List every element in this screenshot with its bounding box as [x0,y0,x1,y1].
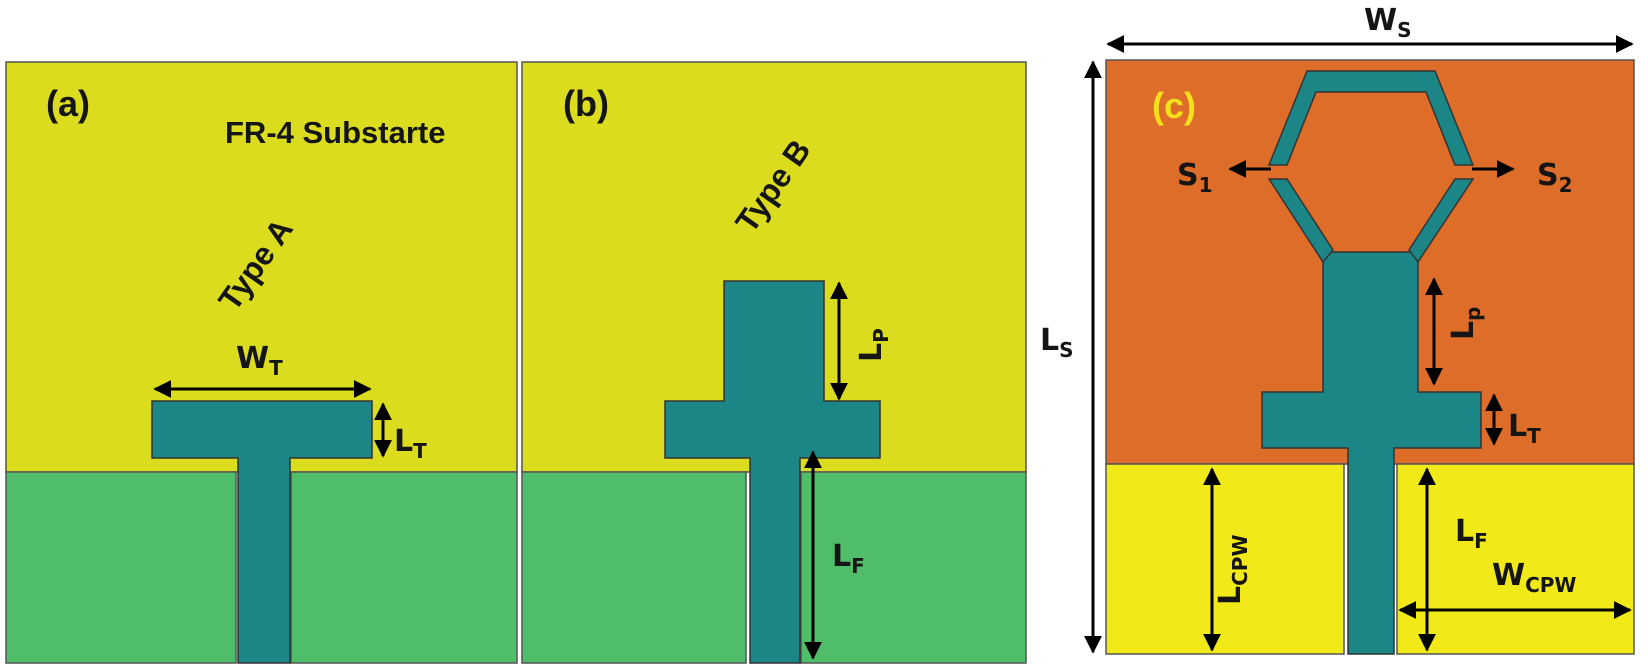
panel-a-tag: (a) [46,83,90,124]
lf-label-c: LF [1455,514,1488,553]
panel-c-cpw-left [1105,463,1345,655]
panel-a: (a) FR-4 Substarte Type A WT LT [5,61,518,664]
substrate-label: FR-4 Substarte [225,115,445,150]
s2-label: S2 [1537,158,1573,197]
lp-label-c: Lp [1446,307,1485,340]
panel-b-tag: (b) [563,83,609,124]
ws-label: WS [1364,3,1412,42]
panel-c-feed-patch [1261,251,1482,655]
s1-label: S1 [1177,158,1213,197]
panel-c-tag: (c) [1152,85,1196,126]
lt-label-a: LT [394,424,427,463]
panel-a-ground-right [290,471,518,664]
panel-b-ground-right [800,471,1027,664]
panel-b-cross-patch [664,280,881,664]
panel-c: (c) WS LS S1 S2 Lp LT LCPW LF WCPW [1040,3,1635,655]
hex-ring-right-arm [1408,178,1475,264]
lf-label-b: LF [832,539,865,578]
wt-label: WT [236,341,283,380]
panel-a-ground-left [5,471,237,664]
panel-b: (b) Type B LP LF [521,61,1027,664]
hex-ring-left-arm [1267,178,1334,264]
panel-a-t-patch [151,400,373,664]
panel-b-ground-left [521,471,747,664]
hex-ring-top [1267,70,1475,166]
lp-label-b: LP [854,328,893,362]
lt-label-c: LT [1508,409,1541,448]
wcpw-label: WCPW [1492,558,1577,597]
ls-label: LS [1040,323,1074,362]
lcpw-label: LCPW [1213,534,1252,605]
panel-c-cpw-right [1396,463,1635,655]
